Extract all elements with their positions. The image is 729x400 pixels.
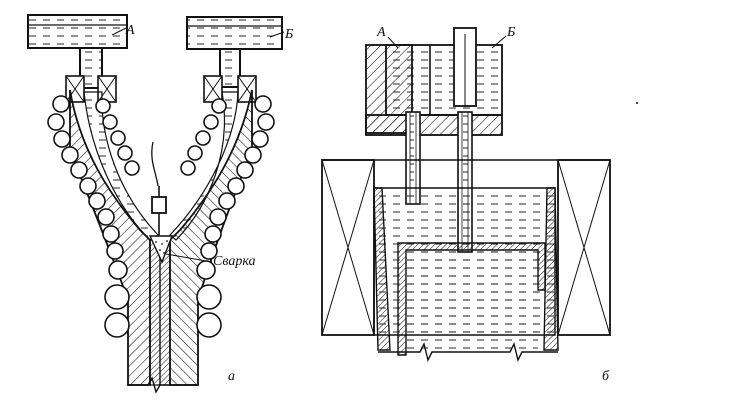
electrode xyxy=(151,141,167,236)
stray-dot xyxy=(636,102,638,104)
break-line-left xyxy=(128,376,198,394)
panel-label-b: б xyxy=(602,369,610,384)
liquid-core-a xyxy=(83,91,159,241)
rollers-inner xyxy=(95,98,227,176)
mold-left-a xyxy=(65,75,117,103)
mold-side-right xyxy=(557,159,611,336)
left-diagram: А Б Сварка а xyxy=(27,14,293,394)
rollers-left xyxy=(47,95,130,338)
tundish-b-left xyxy=(186,16,283,88)
weld-pool-dots xyxy=(155,240,168,254)
break-line-right xyxy=(378,341,558,363)
right-diagram: А Б б xyxy=(321,25,611,384)
tundish-right xyxy=(365,27,503,136)
mold-left-b xyxy=(203,75,257,103)
tundish-a-left xyxy=(27,14,128,89)
inner-strand xyxy=(397,242,546,356)
label-b-right: Б xyxy=(506,25,515,40)
rollers-right xyxy=(196,95,275,338)
mold-side-left xyxy=(321,159,375,336)
label-a-right: А xyxy=(376,25,386,40)
panel-label-a: а xyxy=(228,369,235,384)
welded-strand xyxy=(149,239,171,386)
label-b-left: Б xyxy=(284,27,293,42)
label-a-left: А xyxy=(125,23,135,38)
liquid-core-b xyxy=(169,91,239,241)
nozzle-a xyxy=(405,111,421,205)
weld-label: Сварка xyxy=(213,254,256,269)
